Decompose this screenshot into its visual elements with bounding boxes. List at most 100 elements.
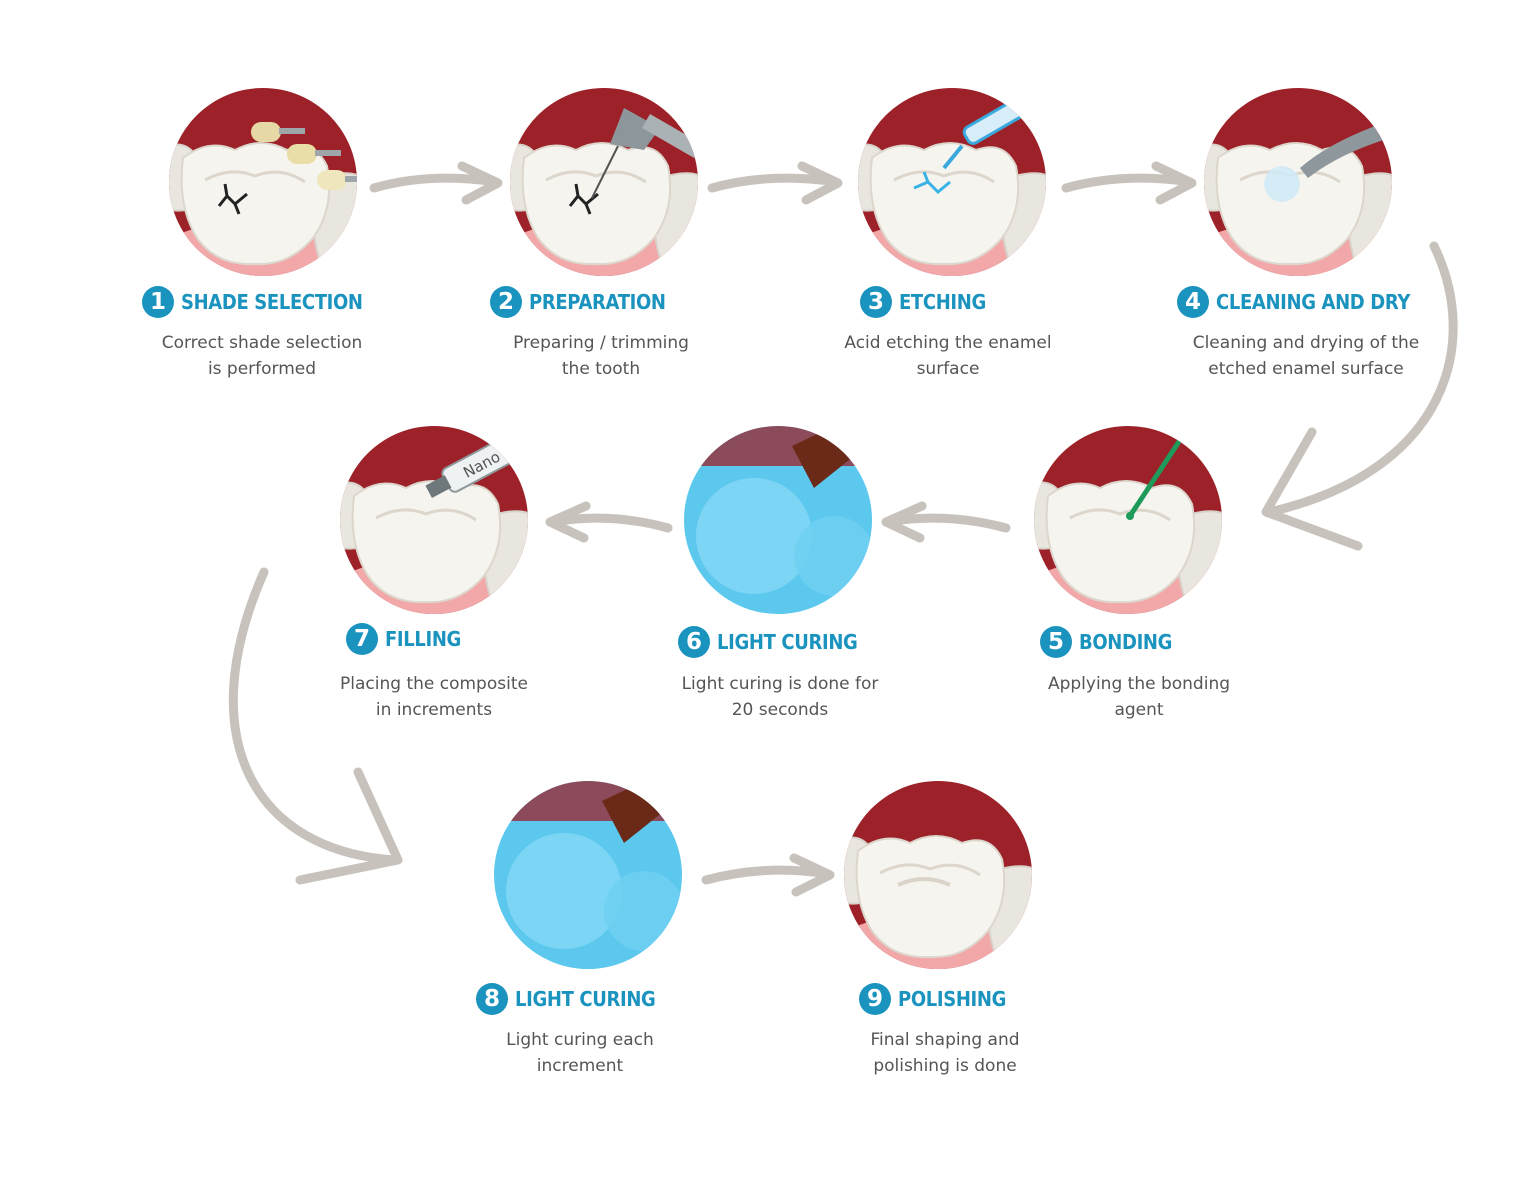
cavity-crack: [568, 183, 599, 215]
step-number-badge: 6: [678, 626, 710, 658]
shade-tab: [251, 122, 281, 142]
lit-tooth: [506, 833, 622, 949]
step-description-line: Placing the composite: [340, 674, 528, 694]
step-description: Final shaping and polishing is done: [795, 1027, 1095, 1079]
step-description-line: polishing is done: [873, 1056, 1017, 1076]
step-number-badge: 5: [1040, 626, 1072, 658]
step-description: Preparing / trimming the tooth: [451, 330, 751, 382]
step-heading: 4 CLEANING AND DRY: [1177, 286, 1432, 318]
step-heading: 7 FILLING: [346, 623, 469, 655]
arrow-4-to-5: [1261, 241, 1458, 551]
step-title: POLISHING: [898, 987, 1006, 1011]
step-illustration: [1034, 426, 1222, 614]
step-description: Acid etching the enamel surface: [798, 330, 1098, 382]
shade-tab-handle: [345, 176, 357, 182]
bonding-brush-tip: [1126, 512, 1134, 520]
step-number-badge: 4: [1177, 286, 1209, 318]
tooth-groove: [204, 170, 306, 184]
step-number-badge: 3: [860, 286, 892, 318]
step-heading: 5 BONDING: [1040, 626, 1182, 658]
air-spray: [1264, 166, 1300, 202]
restored-surface: [897, 877, 951, 887]
step-illustration: [684, 426, 872, 614]
shade-tab: [317, 170, 347, 190]
arrow-5-to-6: [881, 501, 1011, 543]
step-description: Light curing each increment: [430, 1027, 730, 1079]
shade-tab-handle: [279, 128, 305, 134]
step-description-line: Cleaning and drying of the: [1192, 333, 1420, 353]
step-description-line: 20 seconds: [731, 700, 829, 720]
step-number-badge: 7: [346, 623, 378, 655]
step-description-line: increment: [536, 1056, 624, 1076]
step-title: LIGHT CURING: [717, 630, 858, 654]
step-description: Correct shade selection is performed: [112, 330, 412, 382]
step-description-line: the tooth: [561, 359, 641, 379]
arrow-7-to-8: [228, 567, 403, 885]
step-number-badge: 2: [490, 286, 522, 318]
lit-neighbour-tooth: [604, 871, 682, 951]
drill-handle: [642, 114, 698, 158]
arrow-1-to-2: [369, 161, 503, 205]
step-illustration: [844, 781, 1032, 969]
lit-tooth: [696, 478, 812, 594]
step-title: FILLING: [385, 627, 461, 651]
step-heading: 8 LIGHT CURING: [476, 983, 671, 1015]
etch-syringe-tip: [942, 144, 964, 170]
step-description: Cleaning and drying of the etched enamel …: [1156, 330, 1456, 382]
step-description: Light curing is done for 20 seconds: [630, 671, 930, 723]
step-description-line: etched enamel surface: [1208, 359, 1404, 379]
step-description-line: Applying the bonding: [1047, 674, 1231, 694]
step-description-line: in increments: [375, 700, 493, 720]
arrow-3-to-4: [1061, 161, 1197, 205]
step-title: LIGHT CURING: [515, 987, 656, 1011]
step-description-line: Correct shade selection: [161, 333, 363, 353]
step-illustration: [169, 88, 357, 276]
step-description-line: agent: [1114, 700, 1164, 720]
step-title: ETCHING: [899, 290, 986, 314]
drill-head: [610, 108, 660, 150]
step-title: BONDING: [1079, 630, 1173, 654]
step-number-badge: 1: [142, 286, 174, 318]
step-description-line: Acid etching the enamel: [844, 333, 1052, 353]
step-title: PREPARATION: [529, 290, 666, 314]
step-description-line: surface: [916, 359, 980, 379]
step-description: Placing the composite in increments: [284, 671, 584, 723]
step-heading: 3 ETCHING: [860, 286, 996, 318]
step-number-badge: 9: [859, 983, 891, 1015]
tooth-groove: [1069, 508, 1171, 522]
step-illustration: [510, 88, 698, 276]
etching-gel: [913, 171, 951, 195]
air-water-syringe: [1300, 119, 1392, 178]
step-illustration: [1204, 88, 1392, 276]
step-number-badge: 8: [476, 983, 508, 1015]
arrow-8-to-9: [701, 853, 835, 897]
step-description: Applying the bonding agent: [989, 671, 1289, 723]
shade-tab: [287, 144, 317, 164]
step-heading: 9 POLISHING: [859, 983, 1018, 1015]
step-illustration: [858, 88, 1046, 276]
step-description-line: Preparing / trimming: [513, 333, 689, 353]
arrow-6-to-7: [545, 501, 673, 543]
cavity-crack: [217, 183, 248, 215]
tooth-groove: [375, 508, 477, 522]
step-heading: 1 SHADE SELECTION: [142, 286, 383, 318]
step-illustration: Nano: [340, 426, 528, 614]
step-description-line: Light curing is done for: [681, 674, 879, 694]
step-title: CLEANING AND DRY: [1216, 290, 1411, 314]
arrow-2-to-3: [707, 161, 843, 205]
lit-neighbour-tooth: [794, 516, 872, 596]
tooth-groove: [545, 170, 647, 184]
step-title: SHADE SELECTION: [181, 290, 363, 314]
step-illustration: [494, 781, 682, 969]
drill-bit: [591, 145, 619, 199]
step-heading: 6 LIGHT CURING: [678, 626, 873, 658]
shade-tab-handle: [315, 150, 341, 156]
tooth-groove: [893, 170, 995, 184]
step-description-line: Light curing each: [506, 1030, 654, 1050]
step-description-line: is performed: [207, 359, 317, 379]
bonding-brush: [1127, 432, 1187, 518]
step-description-line: Final shaping and: [870, 1030, 1020, 1050]
tooth-groove: [879, 863, 981, 877]
